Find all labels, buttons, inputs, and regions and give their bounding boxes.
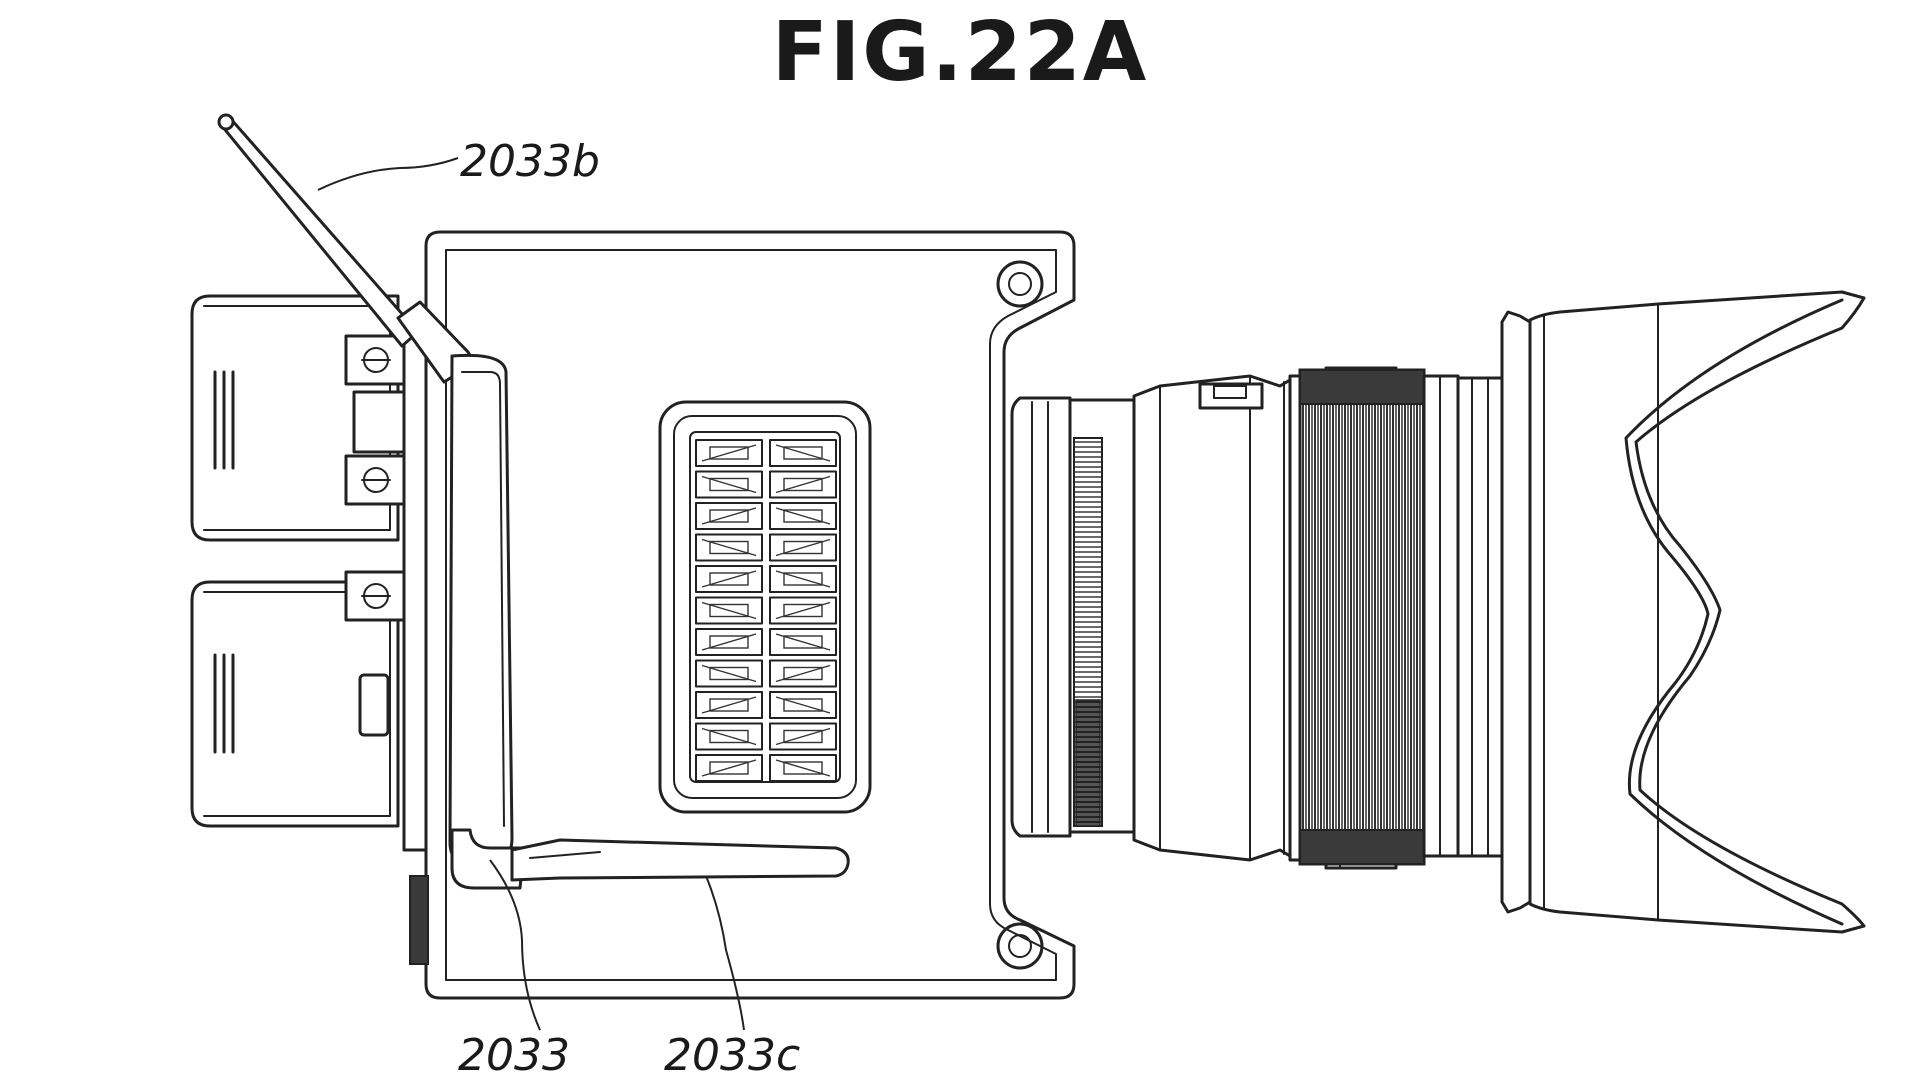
grille-cell bbox=[769, 470, 837, 499]
grille-cell-inner bbox=[709, 540, 749, 555]
grille-cell-inner bbox=[709, 603, 749, 618]
grille-cell-inner bbox=[783, 446, 823, 460]
battery-pack-lower bbox=[190, 580, 400, 828]
grille-cell bbox=[695, 502, 763, 530]
grille-cell bbox=[769, 565, 837, 593]
grille-cell bbox=[769, 722, 837, 751]
grille-cell bbox=[769, 628, 837, 656]
grille-cell-inner bbox=[783, 509, 823, 523]
grille-cell-inner bbox=[783, 729, 823, 744]
grille-cell bbox=[769, 659, 837, 688]
lens-mount-ring bbox=[1010, 396, 1136, 838]
grille-cell bbox=[769, 691, 837, 719]
grille-cell bbox=[769, 533, 837, 562]
grille-cell-inner bbox=[709, 666, 749, 681]
grille-cell bbox=[695, 596, 763, 625]
grille-cell bbox=[695, 565, 763, 593]
label-2033c: 2033c bbox=[664, 1030, 800, 1080]
label-2033: 2033 bbox=[458, 1030, 570, 1080]
grille-cell-inner bbox=[783, 603, 823, 618]
grille-cell bbox=[695, 470, 763, 499]
grille-cell bbox=[695, 691, 763, 719]
grille-cell-inner bbox=[783, 477, 823, 492]
grille-cell-inner bbox=[709, 572, 749, 586]
focus-ring[interactable] bbox=[1422, 374, 1504, 858]
grille-cell-inner bbox=[709, 729, 749, 744]
antenna bbox=[217, 113, 850, 890]
grille-cell bbox=[695, 659, 763, 688]
grille-cell-inner bbox=[709, 446, 749, 460]
vent-grille bbox=[658, 400, 872, 814]
zoom-ring[interactable] bbox=[1298, 368, 1426, 866]
grille-cell-inner bbox=[783, 635, 823, 649]
grille-cell bbox=[769, 502, 837, 530]
lens-barrel-front bbox=[1132, 374, 1292, 862]
lens-hood bbox=[1500, 290, 1866, 934]
grille-cell-inner bbox=[783, 666, 823, 681]
grille-cell-inner bbox=[783, 761, 823, 775]
grille-cell bbox=[769, 439, 837, 467]
grille-cell-inner bbox=[709, 761, 749, 775]
grille-cell bbox=[695, 439, 763, 467]
grille-cell bbox=[695, 722, 763, 751]
figure-title: FIG.22A bbox=[772, 5, 1149, 100]
grille-cell-inner bbox=[709, 477, 749, 492]
grille-cell-inner bbox=[783, 572, 823, 586]
grille-cell-inner bbox=[709, 509, 749, 523]
grille-cell bbox=[695, 628, 763, 656]
grille-cell bbox=[695, 754, 763, 782]
grille-cell bbox=[769, 754, 837, 782]
battery-clips bbox=[344, 328, 428, 852]
leader-lines bbox=[317, 157, 745, 1031]
grille-cell-inner bbox=[709, 698, 749, 712]
grille-cell-inner bbox=[783, 698, 823, 712]
grille-cell bbox=[769, 596, 837, 625]
grille-cell-inner bbox=[709, 635, 749, 649]
label-2033b: 2033b bbox=[460, 136, 600, 187]
grille-cell bbox=[695, 533, 763, 562]
grille-cell-inner bbox=[783, 540, 823, 555]
